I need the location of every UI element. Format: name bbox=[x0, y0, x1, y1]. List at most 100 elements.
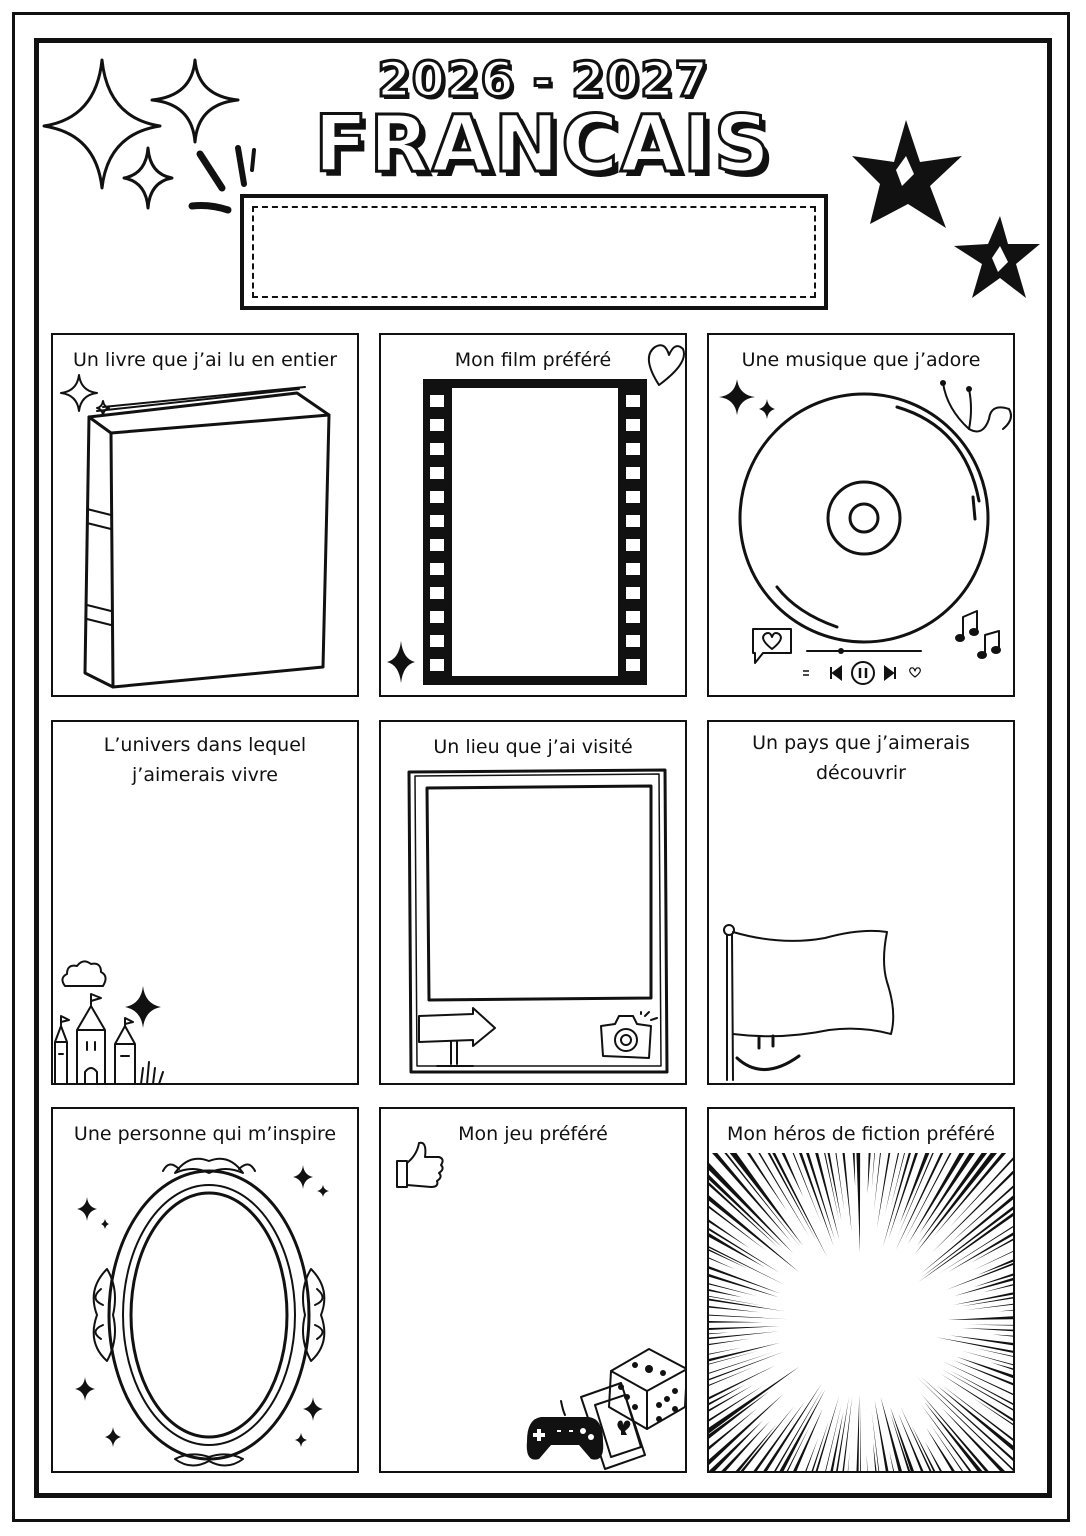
speed-line bbox=[919, 1107, 1006, 1234]
card-label: Une musique que j’adore bbox=[741, 349, 981, 371]
music-notes-icon bbox=[955, 610, 1001, 659]
smiley-icon bbox=[735, 1034, 801, 1071]
speed-line bbox=[977, 1221, 1015, 1275]
thumbs-up-icon bbox=[396, 1141, 444, 1188]
card-inspiring-person[interactable]: Une personne qui m’inspire bbox=[51, 1107, 359, 1473]
speed-line bbox=[707, 1352, 784, 1416]
dice-icon bbox=[608, 1348, 685, 1430]
speed-line bbox=[859, 1405, 861, 1473]
speed-line bbox=[707, 1308, 789, 1319]
speed-line bbox=[707, 1366, 800, 1473]
speed-line bbox=[962, 1328, 1015, 1338]
card-favorite-game[interactable]: Mon jeu préféré bbox=[379, 1107, 687, 1473]
speed-line bbox=[707, 1293, 760, 1312]
speed-line bbox=[950, 1371, 1015, 1447]
inner-border bbox=[34, 38, 1052, 1498]
speed-line bbox=[949, 1148, 1015, 1244]
speed-line bbox=[707, 1242, 779, 1297]
speed-line bbox=[707, 1319, 763, 1324]
speed-line bbox=[707, 1256, 757, 1296]
cloud-icon bbox=[61, 960, 107, 987]
speed-line bbox=[707, 1206, 785, 1286]
speed-line bbox=[852, 1394, 859, 1473]
speed-line bbox=[925, 1442, 988, 1473]
card-label: Mon jeu préféré bbox=[458, 1123, 608, 1145]
speed-line bbox=[992, 1334, 1015, 1348]
sparkle-icon bbox=[387, 641, 415, 683]
speed-line bbox=[890, 1407, 950, 1473]
speed-line bbox=[942, 1369, 1015, 1453]
card-label: Un pays que j’aimerais bbox=[752, 732, 970, 754]
speed-line bbox=[881, 1397, 932, 1473]
gamepad-icon bbox=[526, 1400, 604, 1460]
speed-line bbox=[942, 1408, 1015, 1473]
speed-line bbox=[707, 1326, 780, 1335]
speed-line bbox=[729, 1388, 823, 1473]
speed-line bbox=[707, 1219, 736, 1270]
speed-line bbox=[967, 1289, 1015, 1310]
card-dream-country[interactable]: Un pays que j’aimerais découvrir bbox=[707, 720, 1015, 1085]
speed-line bbox=[707, 1281, 785, 1311]
speed-line bbox=[707, 1420, 763, 1473]
card-favorite-book[interactable]: Un livre que j’ai lu en entier bbox=[51, 333, 359, 697]
speed-line bbox=[970, 1325, 1015, 1329]
card-dream-universe[interactable]: L’univers dans lequel j’aimerais vivre bbox=[51, 720, 359, 1085]
speed-line bbox=[916, 1376, 1015, 1473]
speed-line bbox=[926, 1428, 1001, 1473]
speed-line bbox=[900, 1407, 973, 1473]
star-icon bbox=[852, 120, 1040, 298]
speed-line bbox=[784, 1396, 839, 1473]
sparkle-icon bbox=[75, 1165, 329, 1447]
cd-icon bbox=[738, 392, 990, 644]
speed-line bbox=[707, 1352, 774, 1406]
heart-icon bbox=[648, 344, 685, 386]
card-label: Une personne qui m’inspire bbox=[73, 1123, 337, 1145]
speed-line bbox=[921, 1156, 1015, 1274]
speed-line bbox=[807, 1412, 843, 1473]
speed-line bbox=[920, 1376, 1015, 1473]
card-favorite-fiction-hero[interactable]: Mon héros de fiction préféré bbox=[707, 1107, 1015, 1473]
speed-line bbox=[921, 1394, 1015, 1473]
speed-line bbox=[991, 1362, 1015, 1402]
speed-line bbox=[912, 1426, 979, 1473]
card-label-line2: découvrir bbox=[815, 762, 906, 784]
speed-line bbox=[975, 1348, 1015, 1380]
play-controls-icon bbox=[803, 648, 922, 685]
speed-line bbox=[983, 1257, 1015, 1292]
speed-line bbox=[954, 1248, 1015, 1296]
camera-icon bbox=[600, 1011, 658, 1059]
outer-border bbox=[12, 12, 1070, 1522]
name-field[interactable] bbox=[240, 194, 828, 310]
speed-line bbox=[707, 1394, 784, 1473]
heart-icon bbox=[752, 628, 792, 664]
speed-line bbox=[744, 1426, 810, 1473]
card-label: Un lieu que j’ai visité bbox=[433, 736, 633, 758]
speed-line bbox=[932, 1139, 1015, 1253]
flag-icon bbox=[723, 924, 895, 1081]
sparkle-icon bbox=[42, 58, 256, 214]
speed-line bbox=[867, 1454, 874, 1473]
speed-line bbox=[778, 1421, 829, 1473]
speed-line bbox=[707, 1185, 780, 1273]
speed-line bbox=[915, 1116, 1015, 1254]
card-visited-place[interactable]: Un lieu que j’ai visité bbox=[379, 720, 687, 1085]
speed-line bbox=[707, 1385, 753, 1455]
polaroid-frame-icon bbox=[407, 768, 669, 1074]
sparkle-icon bbox=[719, 379, 775, 419]
speed-line bbox=[707, 1332, 729, 1344]
sparkle-icon bbox=[125, 986, 161, 1028]
speed-lines-icon bbox=[709, 1153, 1013, 1471]
speed-line bbox=[973, 1211, 1015, 1270]
card-label: L’univers dans lequel bbox=[103, 734, 307, 756]
speed-line bbox=[961, 1351, 1015, 1394]
speed-line bbox=[707, 1385, 745, 1448]
card-favorite-film[interactable]: Mon film préféré bbox=[379, 333, 687, 697]
card-label: Un livre que j’ai lu en entier bbox=[72, 349, 338, 371]
speed-line bbox=[707, 1391, 769, 1473]
speed-line bbox=[948, 1310, 1015, 1320]
speed-line bbox=[708, 1401, 805, 1473]
card-favorite-music[interactable]: Une musique que j’adore bbox=[707, 333, 1015, 697]
speed-line bbox=[751, 1409, 822, 1473]
headphones-icon bbox=[940, 380, 1012, 433]
card-label: Mon héros de fiction préféré bbox=[726, 1123, 996, 1145]
